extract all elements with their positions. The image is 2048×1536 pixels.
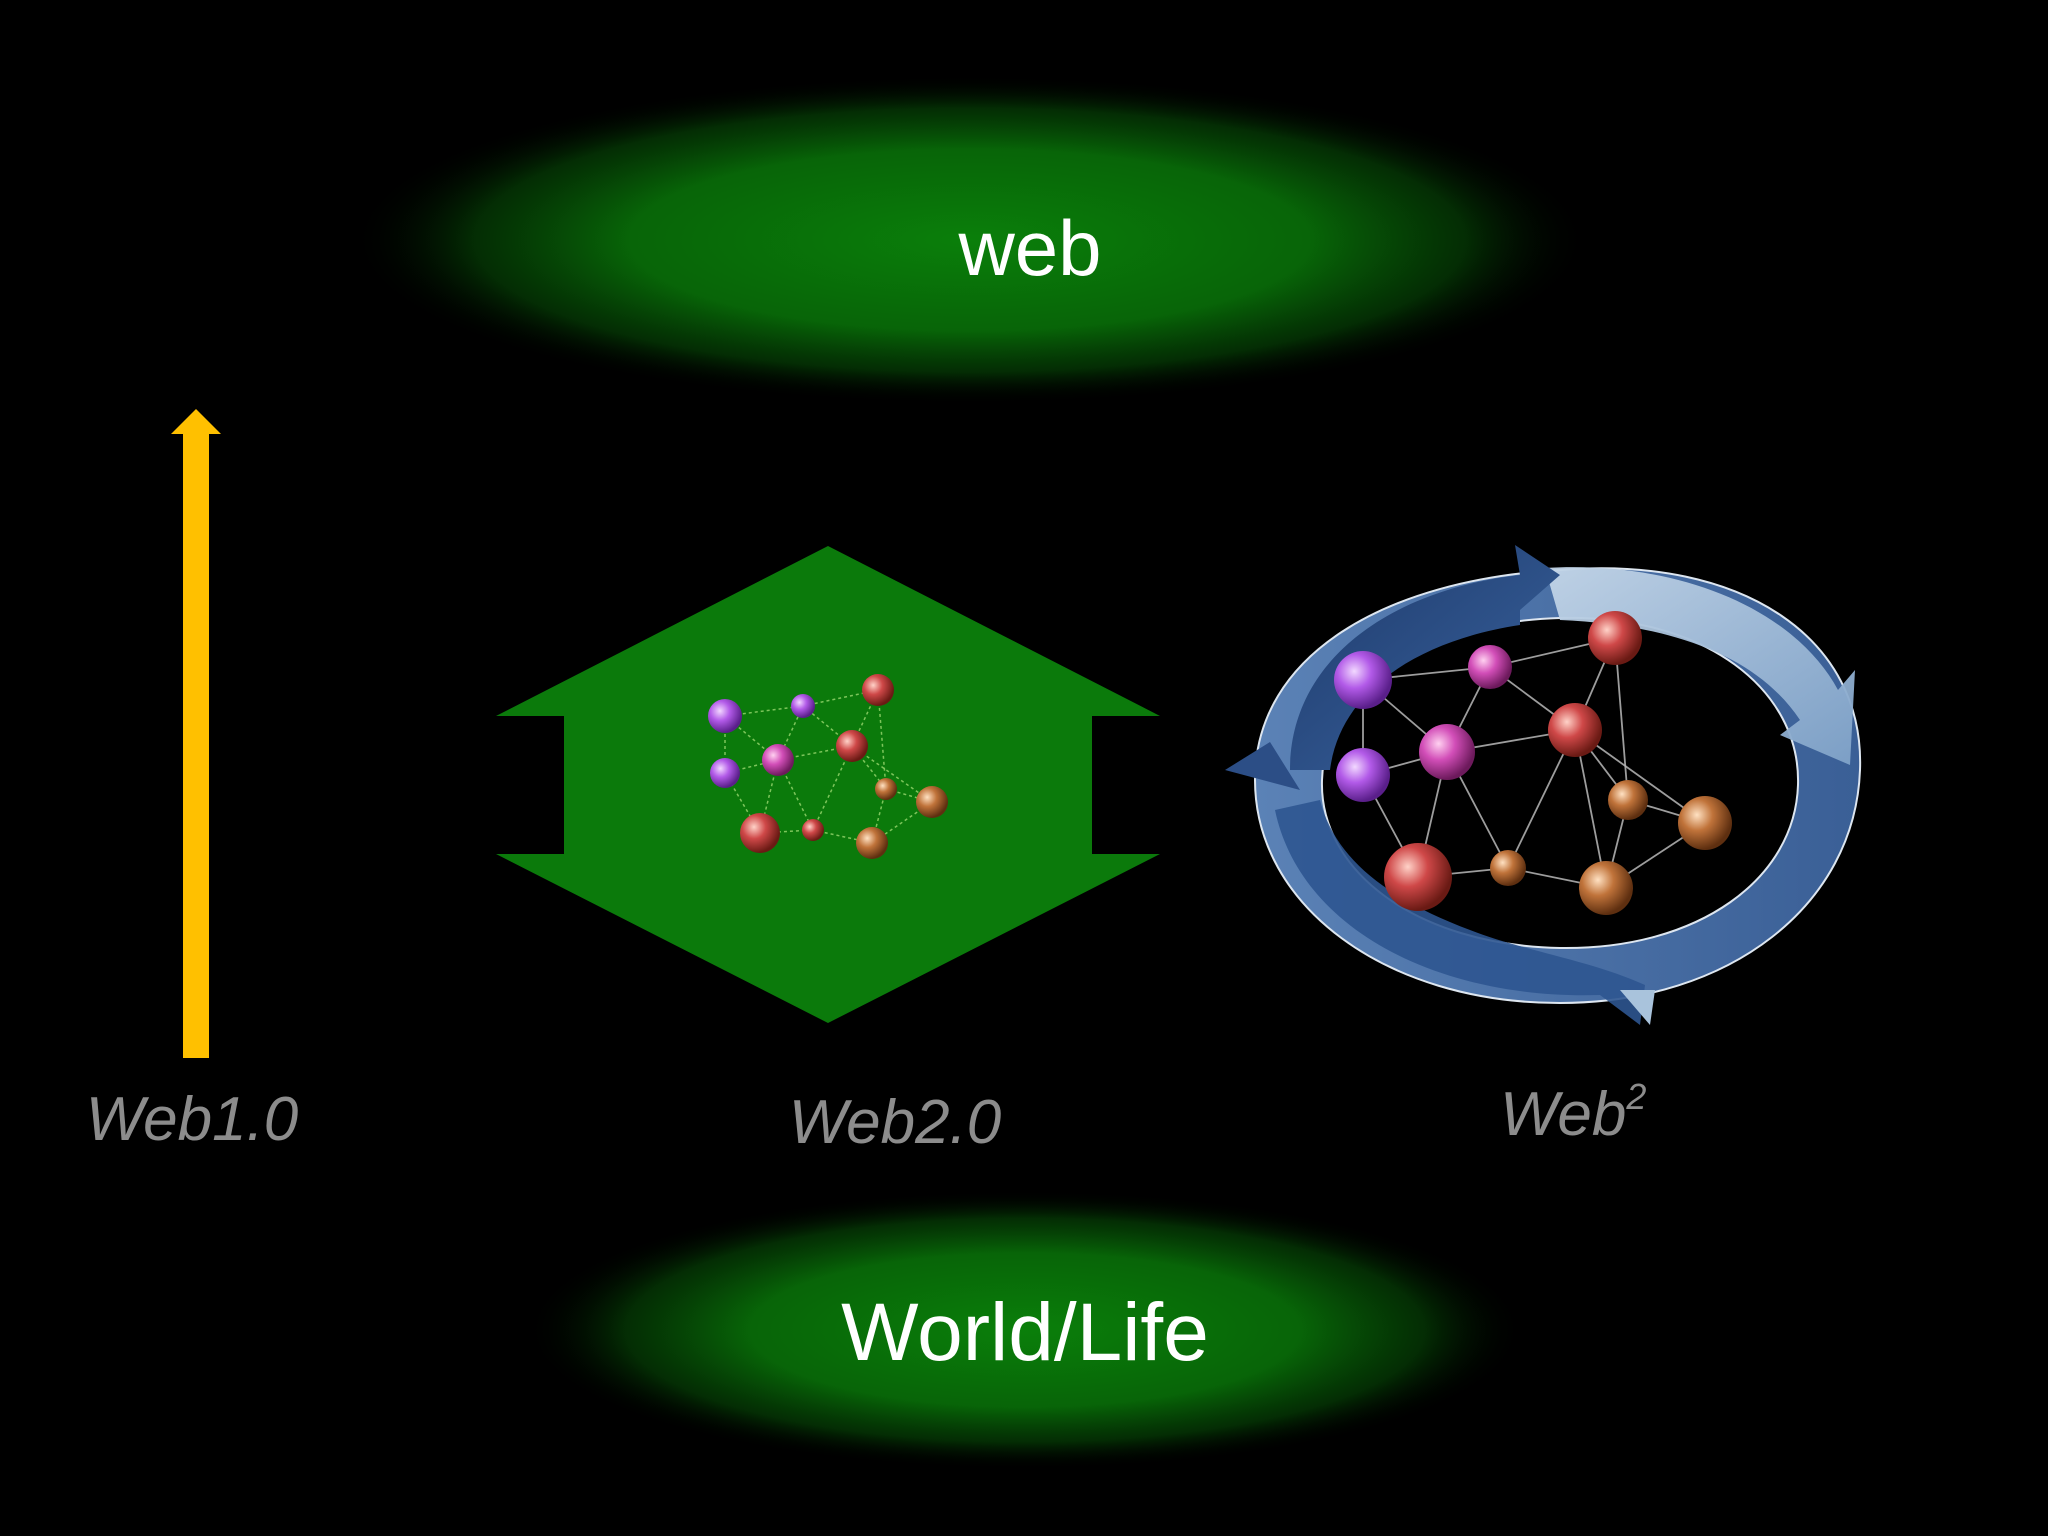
web-squared-label-base: Web: [1500, 1080, 1626, 1149]
web1-label: Web1.0: [86, 1085, 299, 1154]
cycle-network-icon: [1225, 545, 1862, 1025]
network-hexagon-icon: [496, 546, 1160, 1023]
up-arrow-icon: [171, 409, 221, 1058]
web2-stage: Web2.0: [496, 546, 1160, 1157]
web-label: web: [957, 204, 1101, 292]
world-life-ellipse-shape: [525, 1190, 1525, 1470]
web1-stage: Web1.0: [86, 409, 299, 1154]
web-squared-label: Web2: [1500, 1076, 1646, 1149]
web2-label: Web2.0: [789, 1088, 1002, 1157]
web-squared-nodes: [1334, 611, 1732, 915]
web-squared-stage: Web2: [1225, 545, 1862, 1149]
web2-nodes: [708, 674, 948, 859]
web-ellipse-shape: [350, 75, 1590, 405]
world-life-label: World/Life: [841, 1287, 1209, 1378]
web-squared-label-sup: 2: [1625, 1076, 1646, 1117]
web-ellipse: web: [350, 75, 1590, 405]
world-life-ellipse: World/Life: [525, 1190, 1525, 1470]
